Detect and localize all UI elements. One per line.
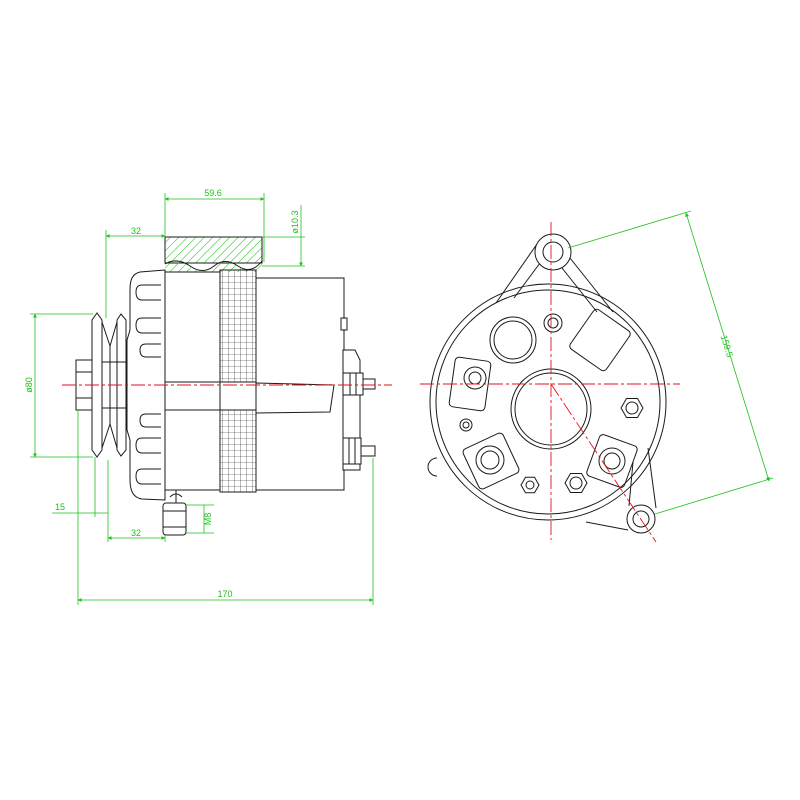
bottom-mounting-ear: [585, 447, 657, 531]
rear-view-dimensions: 159.5: [567, 210, 774, 515]
side-view-dimensions: 59.6 32 ø10.3 ø80 15 32 M8 170: [24, 188, 374, 605]
lug-section-hatch: [164, 236, 263, 264]
ear-rib-left-inner: [513, 262, 541, 299]
fan-slot: [135, 437, 161, 454]
rectifier-pad-bottom-left: [462, 432, 520, 490]
cooling-port-inner: [493, 320, 533, 360]
dim-mount-width-label: 59.6: [204, 188, 222, 198]
small-hole-left-inner: [462, 421, 470, 429]
screw-hole-top-inner: [547, 317, 559, 329]
dim-mount-bore-label: ø10.3: [290, 210, 300, 233]
nut-bottom-right: [564, 473, 588, 493]
housing-outer-rim: [429, 283, 667, 521]
side-boss: [427, 457, 438, 477]
dim-extension: [567, 210, 692, 249]
side-view: [62, 236, 392, 536]
top-mounting-lug: [164, 236, 263, 272]
dim-mount-offset-label: 32: [131, 226, 141, 236]
dim-pulley-offset-label: 15: [55, 502, 65, 512]
ear-rib-bottom: [585, 521, 629, 531]
nut-right: [620, 398, 644, 418]
housing-inner-rim: [435, 289, 661, 515]
diagonal-centerline: [550, 383, 657, 543]
housing-front: [164, 271, 221, 491]
dim-line-mount-center-distance: [685, 212, 770, 482]
d-plus-stud: [360, 445, 376, 457]
lug-break-hatch: [165, 260, 262, 272]
terminal-hole-bottom-left: [475, 445, 505, 475]
dim-foot-thread-label: M8: [203, 513, 213, 526]
rectifier-pad-top-right: [569, 308, 631, 372]
fan-slot: [139, 413, 161, 428]
terminal-hole-bottom-left-inner: [480, 450, 500, 470]
screw-hole-top: [543, 313, 563, 333]
fan-slot: [135, 284, 161, 301]
nut-right-bore: [625, 401, 639, 415]
pulley-groove-rear: [109, 321, 118, 449]
small-hole-left: [459, 418, 473, 432]
d-plus-nut: [342, 437, 362, 465]
ear-boss: [534, 233, 572, 271]
front-cover: [126, 269, 166, 501]
fan-slot: [135, 317, 161, 334]
ear-bore: [542, 241, 564, 263]
b-plus-stud: [362, 378, 376, 390]
top-mounting-ear: [495, 233, 614, 313]
dim-overall-length-label: 170: [217, 589, 232, 599]
stator-upper: [219, 269, 257, 383]
foot-wire: [169, 493, 183, 498]
stator-lower: [219, 409, 257, 493]
b-plus-nut: [342, 372, 364, 396]
housing: [164, 269, 348, 493]
nut-bottom-bore: [525, 480, 535, 490]
rectifier-pad-bottom-right: [586, 434, 638, 488]
screw-hole-left: [463, 366, 487, 390]
foot-block: [162, 502, 187, 536]
bottom-foot: [162, 490, 187, 536]
terminal-hole-bottom-right: [598, 447, 626, 475]
rear-view: [420, 222, 680, 543]
nut-bottom: [520, 476, 540, 494]
dim-foot-offset-label: 32: [131, 528, 141, 538]
ear-rib-outer: [647, 447, 657, 509]
fan-slot: [135, 468, 161, 485]
dim-pulley-diameter-label: ø80: [24, 377, 34, 393]
ear-rib-inner: [628, 461, 634, 507]
rear-cover-tab: [340, 317, 348, 331]
ear-rib-right: [569, 257, 614, 313]
ear-rib-right-inner: [561, 267, 598, 313]
bottom-ear-bore: [632, 510, 650, 528]
brush-holder: [255, 382, 335, 414]
rectifier-pad-left: [448, 356, 492, 412]
terminal-hole-bottom-right-inner: [603, 452, 621, 470]
fan-slot: [139, 343, 161, 358]
dim-mount-center-distance-label: 159.5: [719, 334, 735, 358]
dim-extension: [654, 477, 774, 515]
rear-terminals: [342, 349, 376, 471]
cooling-port: [489, 316, 537, 364]
nut-bottom-right-bore: [569, 476, 583, 490]
